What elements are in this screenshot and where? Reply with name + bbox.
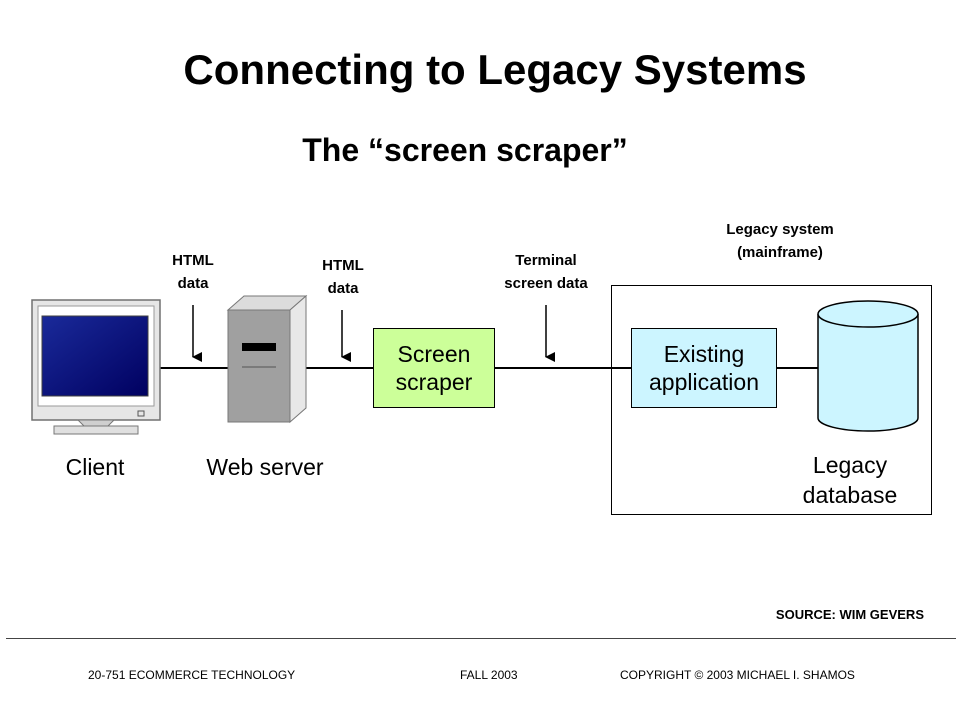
box-line: Screen <box>397 341 471 367</box>
callout-line: Terminal <box>515 252 577 269</box>
html-data-label-1: HTML data <box>150 249 236 295</box>
source-credit: SOURCE: WIM GEVERS <box>775 607 924 622</box>
legacy-system-frame <box>611 285 932 515</box>
footer-copyright: COPYRIGHT © 2003 MICHAEL I. SHAMOS <box>620 668 855 682</box>
existing-application-box: Existing application <box>631 328 777 408</box>
slide-title: Connecting to Legacy Systems <box>183 46 807 93</box>
box-line: application <box>649 369 759 395</box>
web-server-label: Web server <box>206 454 324 480</box>
terminal-data-label: Terminal screen data <box>466 249 626 295</box>
callout-line: data <box>177 275 209 292</box>
legacy-database-label: Legacy database <box>778 450 922 510</box>
callout-line: HTML <box>172 252 214 269</box>
slide-subtitle: The “screen scraper” <box>302 132 628 168</box>
footer-term: FALL 2003 <box>460 668 518 682</box>
label-line: Legacy <box>812 452 888 478</box>
callout-line: HTML <box>322 257 364 274</box>
screen-scraper-box: Screen scraper <box>373 328 495 408</box>
web-server-icon <box>226 294 308 424</box>
label-line: database <box>802 482 898 508</box>
legacy-system-label: Legacy system (mainframe) <box>680 218 880 264</box>
footer-divider <box>6 638 956 639</box>
callout-line: (mainframe) <box>737 244 823 261</box>
legacy-database-icon <box>817 300 919 432</box>
footer-course: 20-751 ECOMMERCE TECHNOLOGY <box>88 668 296 682</box>
callout-line: screen data <box>504 275 588 292</box>
box-line: Existing <box>663 341 745 367</box>
client-label: Client <box>65 454 125 480</box>
callout-line: Legacy system <box>726 221 834 238</box>
html-data-label-2: HTML data <box>300 254 386 300</box>
client-computer-icon <box>31 299 161 435</box>
box-line: scraper <box>395 369 473 395</box>
callout-line: data <box>327 280 359 297</box>
